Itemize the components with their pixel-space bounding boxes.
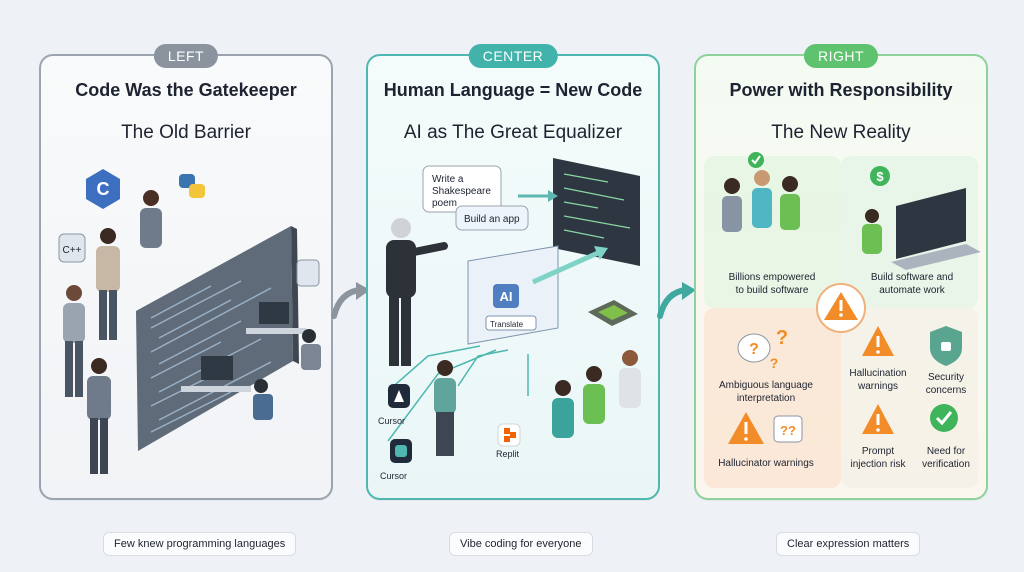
svg-text:Cursor: Cursor bbox=[380, 471, 407, 481]
item-hallucination-l1: Hallucination bbox=[849, 368, 906, 379]
prompt-injection-warning-icon bbox=[862, 404, 894, 434]
dollar-icon: $ bbox=[870, 166, 890, 186]
code-file-icon bbox=[296, 259, 320, 287]
center-subtitle: AI as The Great Equalizer bbox=[403, 122, 623, 143]
item-verify-l1: Need for bbox=[927, 446, 966, 457]
svg-text:C++: C++ bbox=[63, 245, 82, 256]
woman-with-tablet bbox=[434, 360, 456, 456]
standing-person bbox=[87, 358, 111, 474]
svg-text:?: ? bbox=[776, 327, 788, 349]
center-tag: CENTER bbox=[468, 44, 558, 68]
shield-lock-icon bbox=[930, 326, 962, 366]
item-billions-empowered-l1: Billions empowered bbox=[729, 272, 816, 283]
group-of-people bbox=[552, 350, 641, 438]
left-title: Code Was the Gatekeeper bbox=[75, 80, 297, 100]
item-prompt-l2: injection risk bbox=[850, 459, 906, 470]
left-caption: Few knew programming languages bbox=[103, 532, 297, 556]
code-screen bbox=[553, 158, 640, 266]
center-caption: Vibe coding for everyone bbox=[449, 532, 593, 556]
item-security-l2: concerns bbox=[926, 385, 967, 396]
hallucination-warning-icon bbox=[862, 326, 894, 356]
svg-text:AI: AI bbox=[500, 289, 513, 304]
prompt-bubble-app: Build an app bbox=[455, 205, 529, 231]
presenter-person bbox=[386, 218, 448, 366]
left-illustration: C C++ bbox=[58, 169, 321, 474]
question-bubble-icon: ? ? ? bbox=[737, 327, 788, 371]
prompt-bubble-poem: Write a Shakespeare poem bbox=[422, 165, 502, 213]
right-tag: RIGHT bbox=[803, 44, 879, 68]
right-illustration: $ Billions empowered to build software B… bbox=[704, 152, 981, 488]
thinking-person bbox=[140, 190, 162, 248]
person-arms-crossed bbox=[96, 228, 120, 340]
svg-text:Build an app: Build an app bbox=[464, 214, 520, 225]
right-caption: Clear expression matters bbox=[776, 532, 921, 556]
laptop-workstation bbox=[862, 188, 981, 270]
item-hallucination-l2: warnings bbox=[857, 381, 898, 392]
svg-text:Translate: Translate bbox=[490, 320, 524, 329]
gpu-chip-icon bbox=[588, 300, 638, 326]
svg-text:$: $ bbox=[876, 169, 884, 184]
right-panel: RIGHT Power with Responsibility The New … bbox=[694, 44, 988, 500]
replit-app-icon: Replit bbox=[496, 423, 521, 459]
cursor-app-icon-1: Cursor bbox=[378, 384, 410, 426]
item-verify-l2: verification bbox=[922, 459, 970, 470]
svg-text:Shakespeare: Shakespeare bbox=[432, 186, 491, 197]
svg-text:Cursor: Cursor bbox=[378, 416, 405, 426]
center-illustration: Write a Shakespeare poem Build an app bbox=[378, 158, 641, 481]
center-panel: CENTER Human Language = New Code AI as T… bbox=[366, 44, 660, 500]
arrow-center-to-right bbox=[657, 282, 696, 319]
center-title: Human Language = New Code bbox=[383, 80, 643, 100]
item-hallucinator-warnings: Hallucinator warnings bbox=[718, 458, 814, 469]
python-icon bbox=[179, 174, 205, 198]
item-prompt-l1: Prompt bbox=[862, 446, 894, 457]
svg-text:??: ?? bbox=[780, 423, 796, 438]
item-ambiguous-l2: interpretation bbox=[737, 393, 795, 404]
svg-text:?: ? bbox=[749, 341, 759, 358]
svg-text:Replit: Replit bbox=[496, 449, 520, 459]
left-subtitle: The Old Barrier bbox=[121, 122, 251, 143]
arrow-left-to-center bbox=[331, 282, 370, 319]
item-security-l1: Security bbox=[928, 372, 964, 383]
c-language-icon: C bbox=[86, 169, 120, 209]
desk-workstation-2 bbox=[246, 302, 321, 370]
empowered-people bbox=[722, 170, 800, 232]
central-warning-icon bbox=[816, 283, 866, 333]
code-wall bbox=[136, 226, 293, 451]
svg-text:?: ? bbox=[770, 355, 779, 371]
left-tag: LEFT bbox=[153, 44, 219, 68]
svg-text:C: C bbox=[97, 179, 110, 199]
hallucinator-warning-icon bbox=[728, 412, 764, 444]
item-build-software-l2: automate work bbox=[879, 285, 946, 296]
verification-badge-icon bbox=[930, 404, 958, 432]
item-billions-empowered-l2: to build software bbox=[736, 285, 809, 296]
item-build-software-l1: Build software and bbox=[871, 272, 953, 283]
cursor-app-icon-2: Cursor bbox=[380, 439, 412, 481]
confused-person bbox=[63, 285, 85, 397]
desk-workstation-1 bbox=[181, 356, 273, 420]
right-title: Power with Responsibility bbox=[729, 80, 953, 100]
question-doc-icon: ?? bbox=[773, 415, 803, 443]
check-bubble-icon bbox=[748, 152, 764, 168]
item-ambiguous-l1: Ambiguous language bbox=[719, 380, 813, 391]
left-panel: LEFT Code Was the Gatekeeper The Old Bar… bbox=[39, 44, 333, 500]
svg-text:Write a: Write a bbox=[432, 174, 464, 185]
right-subtitle: The New Reality bbox=[771, 122, 911, 143]
ai-translator-window: AI Translate bbox=[467, 245, 559, 345]
svg-text:poem: poem bbox=[432, 198, 457, 209]
cpp-icon: C++ bbox=[58, 233, 86, 263]
